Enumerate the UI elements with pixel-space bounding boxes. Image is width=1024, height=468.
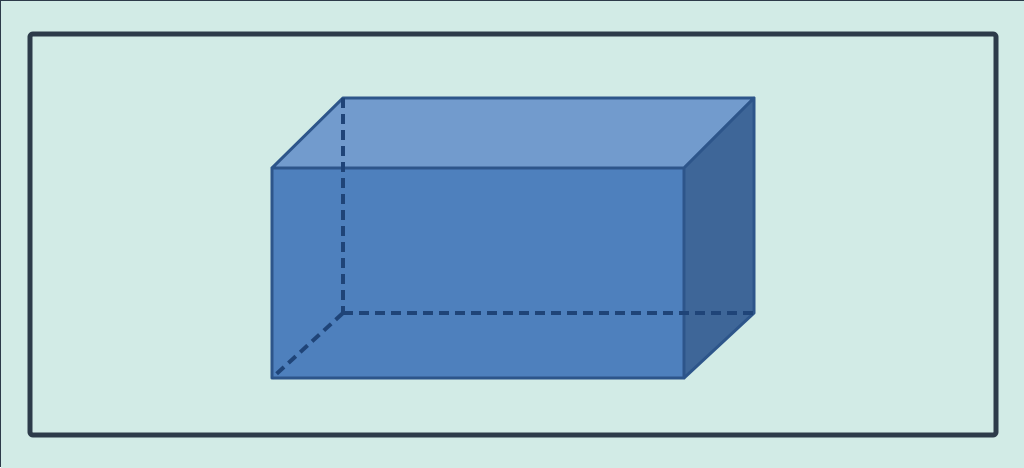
rectangular-prism [270,96,756,380]
front-face [270,166,686,380]
hidden-edge-bottom-depth [270,311,345,380]
frame-border [27,31,999,438]
